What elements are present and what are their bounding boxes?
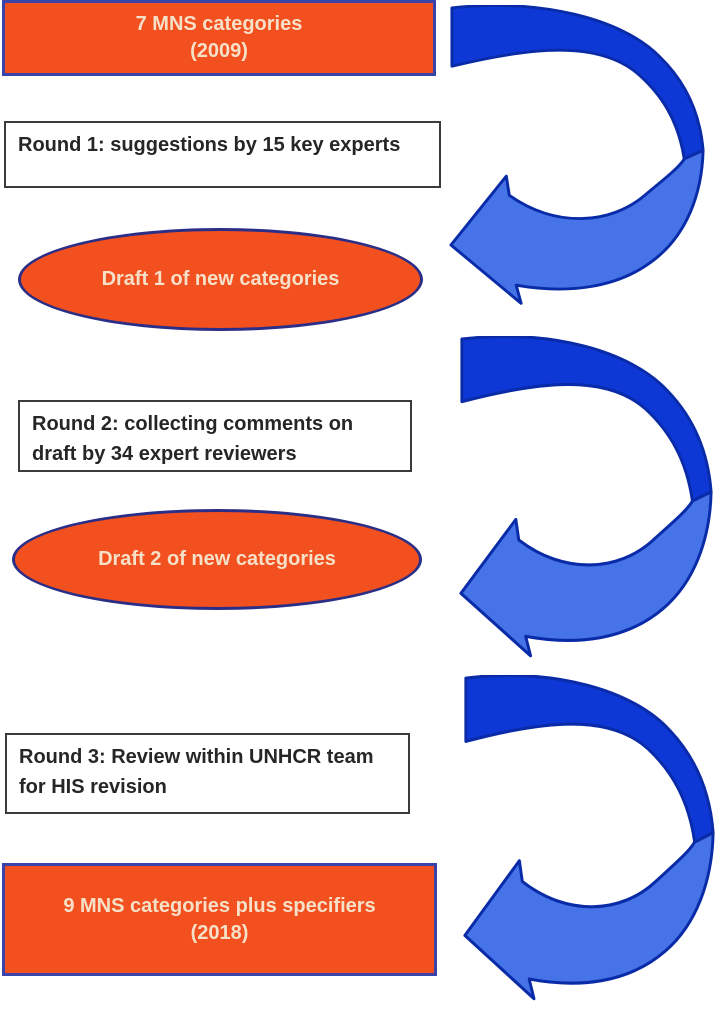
node-round3-line1: Round 3: Review within UNHCR team <box>19 746 374 768</box>
node-draft1-label: Draft 1 of new categories <box>101 268 340 290</box>
node-start-7-mns-categories: 7 MNS categories (2009) <box>2 0 436 76</box>
node-round2-line2: draft by 34 expert reviewers <box>32 443 297 465</box>
node-start-line2: (2009) <box>190 40 248 62</box>
curved-arrow-icon-2 <box>456 336 716 664</box>
node-round2-line1: Round 2: collecting comments on <box>32 413 354 435</box>
node-end-9-mns-categories: 9 MNS categories plus specifiers (2018) <box>2 863 437 976</box>
curved-arrow-icon-3 <box>460 675 718 1007</box>
node-draft2: Draft 2 of new categories <box>12 509 422 610</box>
curved-arrow-icon-1 <box>446 5 708 311</box>
node-round1: Round 1: suggestions by 15 key experts <box>4 121 441 188</box>
node-start-line1: 7 MNS categories <box>135 13 303 35</box>
node-round1-line1: Round 1: suggestions by 15 key experts <box>18 134 401 156</box>
node-end-line1: 9 MNS categories plus specifiers <box>63 894 376 917</box>
node-end-line2: (2018) <box>190 921 249 944</box>
node-draft2-label: Draft 2 of new categories <box>98 548 336 570</box>
node-round3: Round 3: Review within UNHCR team for HI… <box>5 733 410 814</box>
node-round2: Round 2: collecting comments on draft by… <box>18 400 412 472</box>
node-round3-line2: for HIS revision <box>19 776 167 798</box>
node-draft1: Draft 1 of new categories <box>18 228 423 331</box>
